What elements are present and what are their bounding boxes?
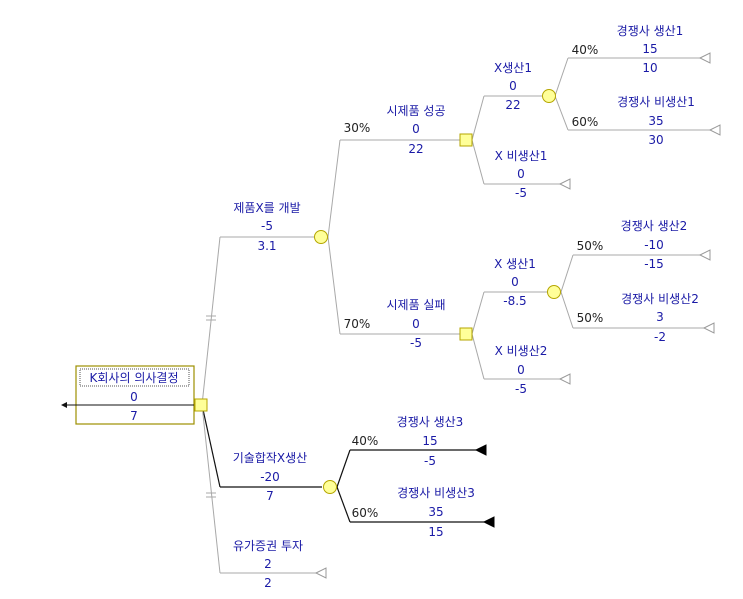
fan-c3-prod bbox=[336, 449, 351, 488]
label-c1-prod: 경쟁사 생산1 bbox=[617, 24, 684, 38]
payoff-fail: 0 bbox=[412, 317, 420, 331]
root-fan-develop bbox=[201, 236, 221, 406]
payoff-success: 0 bbox=[412, 122, 420, 136]
payoff-c2-prod: -10 bbox=[644, 238, 664, 252]
fan-c2-prod bbox=[560, 254, 574, 293]
fan-c1-prod bbox=[554, 57, 569, 97]
ev-c3-noprod: 15 bbox=[428, 525, 443, 539]
payoff-f-noprod: 0 bbox=[517, 363, 525, 377]
fan-c3-noprod bbox=[336, 486, 351, 523]
fan-s-produce bbox=[471, 95, 485, 141]
fan-c2-noprod bbox=[560, 291, 574, 329]
fan-fail bbox=[327, 236, 341, 335]
label-fail: 시제품 실패 bbox=[386, 298, 445, 312]
label-develop: 제품X를 개발 bbox=[233, 201, 300, 215]
label-s-produce: X생산1 bbox=[494, 61, 532, 75]
ev-c1-prod: 10 bbox=[642, 61, 657, 75]
ev-develop: 3.1 bbox=[257, 239, 276, 253]
root-payoff: 0 bbox=[130, 390, 138, 404]
chance-node-s-produce[interactable] bbox=[542, 89, 556, 103]
terminal-c3-noprod-icon bbox=[482, 516, 495, 528]
ev-securities: 2 bbox=[264, 576, 272, 590]
terminal-c2-prod-icon bbox=[698, 249, 711, 261]
root-decision-node[interactable] bbox=[194, 398, 208, 412]
prob-c1-prod: 40% bbox=[572, 43, 599, 57]
payoff-c1-prod: 15 bbox=[642, 42, 657, 56]
fan-success bbox=[327, 139, 341, 238]
prob-c1-noprod: 60% bbox=[572, 115, 599, 129]
root-title-box bbox=[79, 368, 190, 387]
payoff-securities: 2 bbox=[264, 557, 272, 571]
label-c3-noprod: 경쟁사 비생산3 bbox=[397, 486, 475, 500]
decision-node-success[interactable] bbox=[459, 133, 473, 147]
ev-f-noprod: -5 bbox=[515, 382, 527, 396]
root-fan-securities bbox=[201, 404, 221, 574]
decision-node-fail[interactable] bbox=[459, 327, 473, 341]
chance-node-f-produce[interactable] bbox=[547, 285, 561, 299]
fan-f-noprod bbox=[471, 333, 485, 380]
payoff-c2-noprod: 3 bbox=[656, 310, 664, 324]
ev-c2-noprod: -2 bbox=[654, 330, 666, 344]
ev-fail: -5 bbox=[410, 336, 422, 350]
ev-c2-prod: -15 bbox=[644, 257, 664, 271]
label-f-produce: X 생산1 bbox=[494, 257, 536, 271]
label-success: 시제품 성공 bbox=[386, 104, 445, 118]
payoff-c1-noprod: 35 bbox=[648, 114, 663, 128]
root-fan-jv[interactable] bbox=[201, 404, 221, 488]
terminal-c1-noprod-icon bbox=[708, 124, 721, 136]
label-c2-prod: 경쟁사 생산2 bbox=[621, 219, 688, 233]
label-c1-noprod: 경쟁사 비생산1 bbox=[617, 95, 695, 109]
prune-mark-develop bbox=[206, 315, 216, 321]
payoff-s-noprod: 0 bbox=[517, 167, 525, 181]
terminal-s-noprod-icon bbox=[558, 178, 571, 190]
root-arrow-icon bbox=[61, 402, 67, 408]
ev-c1-noprod: 30 bbox=[648, 133, 663, 147]
ev-jv: 7 bbox=[266, 489, 274, 503]
payoff-jv: -20 bbox=[260, 470, 280, 484]
root-ev: 7 bbox=[130, 409, 138, 423]
fan-f-produce bbox=[471, 291, 485, 335]
fan-c1-noprod bbox=[554, 95, 569, 131]
label-s-noprod: X 비생산1 bbox=[495, 149, 548, 163]
terminal-securities-icon bbox=[314, 567, 327, 579]
label-jv: 기술합작X생산 bbox=[233, 451, 307, 465]
terminal-c3-prod-icon bbox=[474, 444, 487, 456]
root-node[interactable]: K회사의 의사결정 0 7 bbox=[75, 365, 195, 425]
payoff-c3-noprod: 35 bbox=[428, 505, 443, 519]
ev-success: 22 bbox=[408, 142, 423, 156]
chance-node-jv[interactable] bbox=[323, 480, 337, 494]
label-c2-noprod: 경쟁사 비생산2 bbox=[621, 292, 699, 306]
terminal-c2-noprod-icon bbox=[702, 322, 715, 334]
terminal-c1-prod-icon bbox=[698, 52, 711, 64]
ev-s-produce: 22 bbox=[505, 98, 520, 112]
terminal-f-noprod-icon bbox=[558, 373, 571, 385]
chance-node-develop[interactable] bbox=[314, 230, 328, 244]
prune-mark-securities bbox=[206, 492, 216, 498]
root-box bbox=[75, 365, 195, 425]
prob-c2-prod: 50% bbox=[577, 239, 604, 253]
ev-c3-prod: -5 bbox=[424, 454, 436, 468]
prob-success: 30% bbox=[344, 121, 371, 135]
ev-f-produce: -8.5 bbox=[503, 294, 526, 308]
prob-c3-prod: 40% bbox=[352, 434, 379, 448]
label-f-noprod: X 비생산2 bbox=[495, 344, 548, 358]
payoff-f-produce: 0 bbox=[511, 275, 519, 289]
payoff-develop: -5 bbox=[261, 219, 273, 233]
payoff-s-produce: 0 bbox=[509, 79, 517, 93]
label-c3-prod: 경쟁사 생산3 bbox=[397, 415, 464, 429]
prob-c3-noprod: 60% bbox=[352, 506, 379, 520]
ev-s-noprod: -5 bbox=[515, 186, 527, 200]
prob-fail: 70% bbox=[344, 317, 371, 331]
payoff-c3-prod: 15 bbox=[422, 434, 437, 448]
root-title: K회사의 의사결정 bbox=[90, 371, 179, 385]
fan-s-noprod bbox=[471, 139, 485, 185]
label-securities: 유가증권 투자 bbox=[233, 539, 303, 553]
prob-c2-noprod: 50% bbox=[577, 311, 604, 325]
